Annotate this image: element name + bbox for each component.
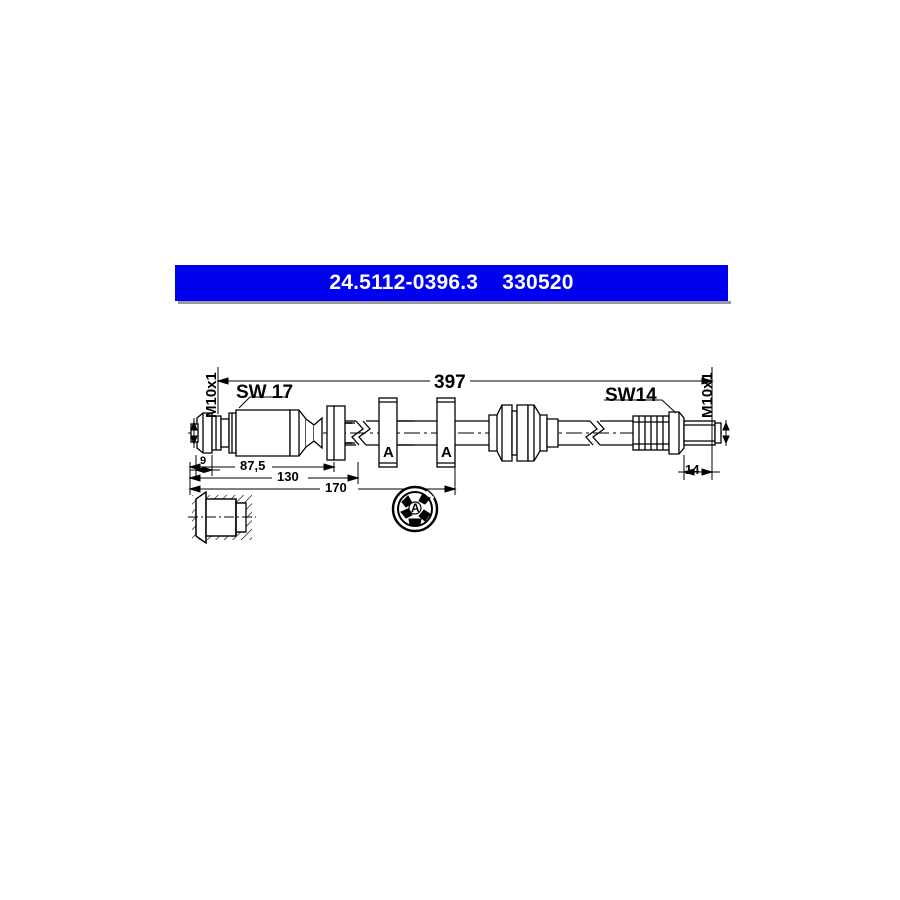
break-mark-1 bbox=[351, 420, 371, 446]
hose-tube-right-2 bbox=[600, 420, 633, 446]
hose-tube-right-1 bbox=[558, 420, 590, 446]
label-thread-left: M10x1 bbox=[203, 372, 220, 418]
break-mark-2 bbox=[585, 420, 605, 446]
section-detail-view bbox=[188, 490, 256, 545]
label-bracket-a-2: A bbox=[441, 444, 452, 461]
dimension-label-170: 170 bbox=[325, 480, 347, 495]
header-bar-shadow bbox=[178, 301, 731, 304]
dimension-label-397: 397 bbox=[434, 372, 466, 393]
sw17-body bbox=[235, 409, 323, 457]
dimension-label-130: 130 bbox=[277, 469, 299, 484]
hose-tube-mid bbox=[397, 420, 437, 446]
bracket-a-1 bbox=[378, 397, 398, 468]
right-ferrule bbox=[632, 415, 670, 451]
right-end-fitting bbox=[668, 411, 722, 455]
dimension-label-87-5: 87,5 bbox=[240, 458, 266, 473]
dimension-label-9: 9 bbox=[200, 455, 207, 467]
hose-section-1 bbox=[345, 422, 355, 444]
damper-grommet bbox=[488, 404, 559, 462]
label-thread-right: M10x1 bbox=[699, 372, 716, 418]
part-number-text: 24.5112-0396.3 330520 bbox=[329, 271, 574, 294]
detail-a-circle bbox=[391, 485, 439, 533]
dimension-397 bbox=[216, 367, 714, 414]
left-thread-dim bbox=[190, 418, 198, 448]
label-wrench-left: SW 17 bbox=[236, 382, 294, 403]
dimension-label-14: 14 bbox=[685, 462, 700, 477]
leader-sw14 bbox=[604, 399, 677, 414]
hose-tube-mid-right bbox=[455, 420, 489, 446]
left-end-fitting bbox=[190, 412, 237, 454]
part-number-header-bar: 24.5112-0396.3 330520 bbox=[175, 265, 728, 301]
flange-disc-left bbox=[326, 405, 346, 461]
dimension-14 bbox=[678, 414, 720, 480]
label-wrench-right: SW14 bbox=[605, 385, 657, 406]
label-bracket-a-1: A bbox=[383, 444, 394, 461]
right-thread-dim bbox=[722, 420, 730, 446]
hose-tube-left bbox=[345, 420, 356, 446]
leader-sw17 bbox=[238, 396, 285, 409]
label-detail-a: A bbox=[411, 501, 420, 515]
bracket-a-2 bbox=[436, 397, 456, 468]
